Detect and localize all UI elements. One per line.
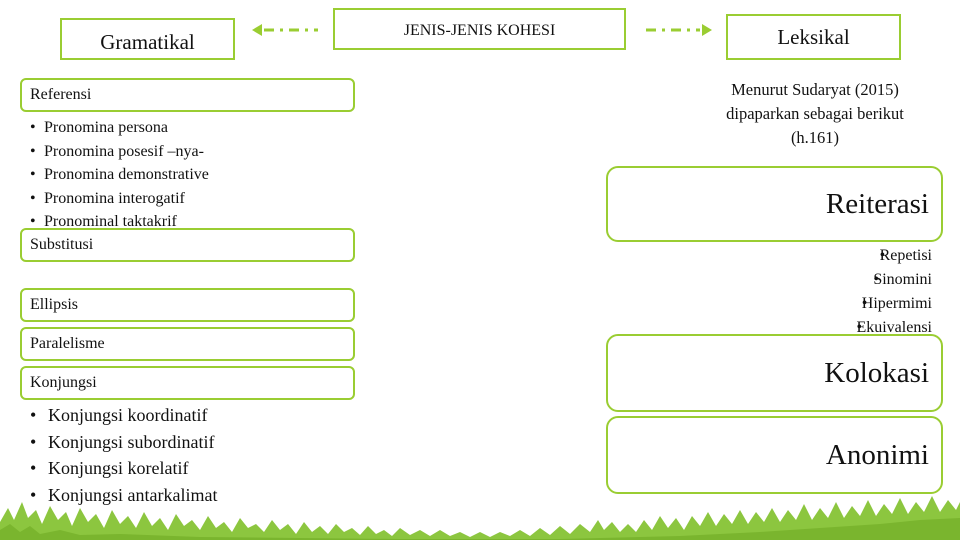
list-item: Konjungsi antarkalimat	[28, 482, 217, 509]
reiterasi-label: Reiterasi	[825, 187, 929, 220]
arrow-right-icon	[646, 24, 712, 36]
gramatikal-title: Gramatikal	[100, 29, 195, 54]
reiterasi-box: Reiterasi	[606, 166, 943, 242]
substitusi-bar: Substitusi	[20, 228, 355, 262]
leksikal-header: Leksikal	[726, 14, 901, 60]
kolokasi-box: Kolokasi	[606, 334, 943, 412]
anonimi-box: Anonimi	[606, 416, 943, 494]
ellipsis-bar: Ellipsis	[20, 288, 355, 322]
list-item: Konjungsi subordinatif	[28, 429, 217, 456]
anonimi-label: Anonimi	[825, 438, 929, 471]
arrow-left-icon	[252, 24, 318, 36]
referensi-bar: Referensi	[20, 78, 355, 112]
list-item: Sinomini	[856, 268, 932, 292]
kolokasi-label: Kolokasi	[824, 356, 929, 389]
gramatikal-header: Gramatikal	[60, 18, 235, 60]
source-line: Menurut Sudaryat (2015)	[731, 80, 899, 99]
list-item: Konjungsi koordinatif	[28, 402, 217, 429]
konjungsi-bar: Konjungsi	[20, 366, 355, 400]
source-line: dipaparkan sebagai berikut	[726, 104, 904, 123]
ellipsis-label: Ellipsis	[30, 296, 79, 313]
list-item: Pronomina demonstrative	[28, 163, 209, 187]
grass-decoration-icon	[0, 496, 960, 540]
list-item: Hipermimi	[856, 292, 932, 316]
referensi-label: Referensi	[30, 86, 92, 103]
list-item: Pronomina interogatif	[28, 187, 209, 211]
main-title-box: JENIS-JENIS KOHESI	[333, 8, 626, 50]
main-title: JENIS-JENIS KOHESI	[403, 22, 556, 39]
leksikal-title: Leksikal	[777, 24, 850, 49]
list-item: Ekuivalensi	[856, 316, 932, 340]
list-item: Repetisi	[856, 244, 932, 268]
list-item: Konjungsi korelatif	[28, 455, 217, 482]
konjungsi-label: Konjungsi	[30, 374, 97, 391]
substitusi-label: Substitusi	[30, 236, 94, 253]
reiterasi-list: Repetisi Sinomini Hipermimi Ekuivalensi	[856, 244, 932, 340]
konjungsi-list: Konjungsi koordinatif Konjungsi subordin…	[28, 402, 217, 508]
list-item: Pronomina posesif –nya-	[28, 140, 209, 164]
source-line: (h.161)	[790, 128, 840, 147]
source-note: Menurut Sudaryat (2015) dipaparkan sebag…	[690, 78, 940, 150]
referensi-list: Pronomina persona Pronomina posesif –nya…	[28, 116, 209, 234]
list-item: Pronominal taktakrif	[28, 210, 209, 234]
list-item: Pronomina persona	[28, 116, 209, 140]
paralelisme-label: Paralelisme	[30, 335, 105, 352]
paralelisme-bar: Paralelisme	[20, 327, 355, 361]
